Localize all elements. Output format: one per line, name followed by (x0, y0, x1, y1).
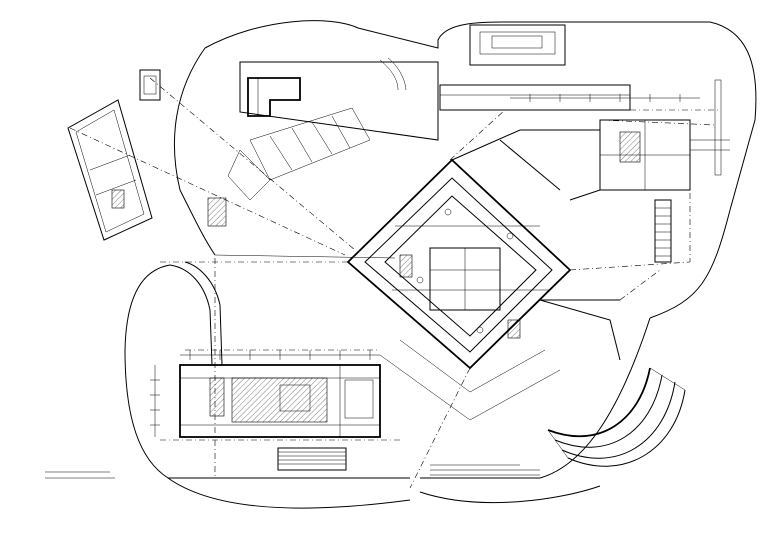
amphitheatre (547, 367, 686, 467)
axis-lines (69, 77, 720, 489)
north-east-block (439, 24, 730, 263)
west-small-building (67, 69, 227, 241)
legend-strips (430, 464, 540, 476)
main-building (346, 129, 621, 421)
site-boundary (124, 20, 757, 509)
south-west-building (179, 364, 381, 471)
notes-block (45, 471, 115, 479)
dimension-ticks (150, 94, 700, 437)
parking-area (227, 57, 439, 201)
site-road (169, 254, 396, 366)
